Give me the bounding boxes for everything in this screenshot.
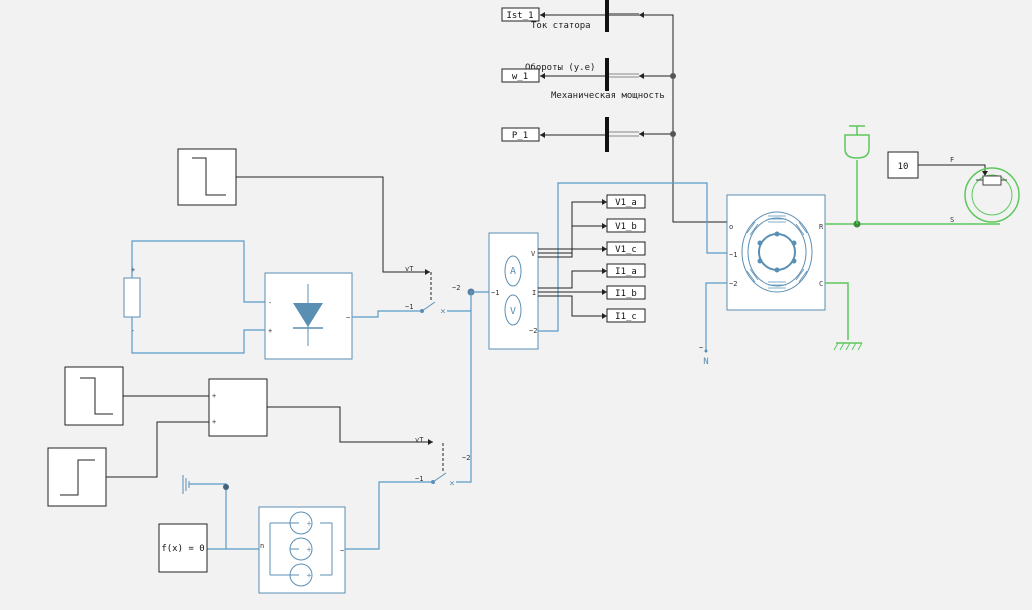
meas-i-port: I bbox=[532, 289, 536, 297]
torque-s-port: S bbox=[950, 216, 954, 224]
three-phase-source-block[interactable]: + + + n ~ bbox=[258, 506, 346, 594]
goto-v1b-label: V1_b bbox=[615, 222, 637, 232]
step1-to-switch1-wire bbox=[236, 176, 430, 273]
adder-port-2: + bbox=[212, 418, 216, 426]
dc-to-rectifier-wire-top bbox=[131, 240, 265, 303]
goto-v1c-label: V1_c bbox=[615, 245, 637, 255]
goto-v1b-block[interactable]: V1_b bbox=[606, 218, 646, 233]
neutral-tilde: ~ bbox=[699, 344, 703, 352]
meas-v-port: V bbox=[531, 250, 536, 258]
motor-to-ground-wire bbox=[825, 282, 849, 340]
fx-label: f(x) = 0 bbox=[161, 544, 204, 554]
switch-2[interactable]: vT ~1 ~2 × bbox=[415, 311, 472, 489]
svg-text:+: + bbox=[307, 519, 312, 528]
torque-source-block[interactable] bbox=[964, 167, 1020, 223]
goto-v1a-label: V1_a bbox=[615, 198, 637, 208]
rectifier-block[interactable]: - + ~ bbox=[264, 272, 353, 360]
rectifier-ac-port: ~ bbox=[346, 314, 350, 322]
rectifier-plus-port: + bbox=[268, 327, 272, 335]
goto-w-block[interactable]: w_1 bbox=[501, 68, 540, 83]
goto-p-label: P_1 bbox=[512, 131, 528, 141]
ammeter-letter: A bbox=[510, 266, 516, 277]
switch1-port-2: ~2 bbox=[452, 284, 460, 292]
motor-r-port: R bbox=[819, 223, 824, 231]
stator-current-label: Ток статора bbox=[531, 21, 591, 31]
switch2-port-1: ~1 bbox=[415, 475, 423, 483]
motor-in1-port: ~1 bbox=[729, 251, 737, 259]
source-to-switch2-wire bbox=[345, 481, 433, 550]
source-ac-port: ~ bbox=[340, 547, 344, 555]
bus-bar-ist[interactable] bbox=[605, 0, 639, 32]
switch-1[interactable]: vT ~1 ~2 × bbox=[405, 265, 471, 317]
svg-text:+: + bbox=[307, 571, 312, 580]
dc-plus-port: + bbox=[131, 266, 135, 274]
bus-bar-p[interactable] bbox=[605, 117, 639, 152]
ground-to-source-wire bbox=[189, 483, 260, 550]
goto-i1b-block[interactable]: I1_b bbox=[606, 285, 646, 300]
svg-text:+: + bbox=[307, 545, 312, 554]
goto-i1b-label: I1_b bbox=[615, 289, 637, 299]
motor-to-neutral-wire bbox=[705, 282, 727, 350]
step-block-3[interactable] bbox=[47, 447, 107, 507]
switch1-port-1: ~1 bbox=[405, 303, 413, 311]
goto-v1a-block[interactable]: V1_a bbox=[606, 194, 646, 209]
svg-text:×: × bbox=[449, 479, 454, 489]
current-demux-wires bbox=[538, 268, 607, 319]
motor-c-port: C bbox=[819, 280, 823, 288]
step3-to-adder-wire bbox=[106, 421, 209, 478]
bus-bar-w[interactable] bbox=[605, 58, 639, 91]
fx-solver-block[interactable]: f(x) = 0 bbox=[158, 523, 208, 573]
rectifier-minus-port: - bbox=[268, 299, 272, 307]
meas-in-port: ~1 bbox=[491, 289, 499, 297]
goto-i1c-block[interactable]: I1_c bbox=[606, 308, 646, 323]
mech-power-label: Механическая мощность bbox=[551, 91, 665, 101]
torque-f-port: F bbox=[950, 156, 954, 164]
dc-minus-port: - bbox=[131, 327, 135, 335]
step-block-1[interactable] bbox=[177, 148, 237, 206]
constant-block[interactable]: 10 bbox=[887, 151, 919, 179]
goto-i1a-block[interactable]: I1_a bbox=[606, 263, 646, 278]
inertia-block[interactable] bbox=[844, 125, 870, 159]
meas-out-port: ~2 bbox=[529, 327, 537, 335]
goto-ist-label: Ist_1 bbox=[506, 11, 533, 21]
voltage-demux-wires bbox=[538, 199, 607, 258]
goto-w-label: w_1 bbox=[512, 72, 528, 82]
adder-to-switch2-wire bbox=[267, 406, 433, 443]
svg-text:×: × bbox=[440, 307, 445, 317]
adder-block[interactable]: + + bbox=[208, 378, 268, 437]
motor-output-bus bbox=[639, 12, 727, 223]
motor-o-port: o bbox=[729, 223, 733, 231]
ground-symbol-left[interactable] bbox=[182, 475, 190, 494]
measurement-block[interactable]: A V ~1 ~2 V I bbox=[488, 232, 539, 350]
meas-to-motor-wire bbox=[538, 182, 727, 332]
dc-to-rectifier-wire-bottom bbox=[131, 317, 265, 354]
junction-to-meas-wire bbox=[470, 291, 489, 311]
goto-i1a-label: I1_a bbox=[615, 267, 637, 277]
motor-in2-port: ~2 bbox=[729, 280, 737, 288]
switch2-port-2: ~2 bbox=[462, 454, 470, 462]
goto-p-block[interactable]: P_1 bbox=[501, 127, 540, 142]
voltmeter-letter: V bbox=[510, 306, 516, 317]
constant-value: 10 bbox=[898, 162, 909, 172]
step-block-2[interactable] bbox=[64, 366, 124, 426]
goto-wires bbox=[540, 12, 605, 138]
adder-port-1: + bbox=[212, 392, 216, 400]
switch2-vt-port: vT bbox=[415, 436, 424, 444]
speed-label: Обороты (у.е) bbox=[525, 62, 595, 73]
source-n-port: n bbox=[260, 542, 264, 550]
induction-motor-block[interactable]: o ~1 ~2 R C bbox=[726, 194, 826, 311]
rectifier-to-switch1-wire bbox=[352, 310, 421, 318]
neutral-label: N bbox=[703, 357, 708, 367]
mechanical-ground[interactable] bbox=[833, 342, 863, 351]
goto-v1c-block[interactable]: V1_c bbox=[606, 241, 646, 256]
goto-ist-block[interactable]: Ist_1 bbox=[501, 7, 540, 22]
switch1-vt-port: vT bbox=[405, 265, 414, 273]
goto-i1c-label: I1_c bbox=[615, 312, 637, 322]
